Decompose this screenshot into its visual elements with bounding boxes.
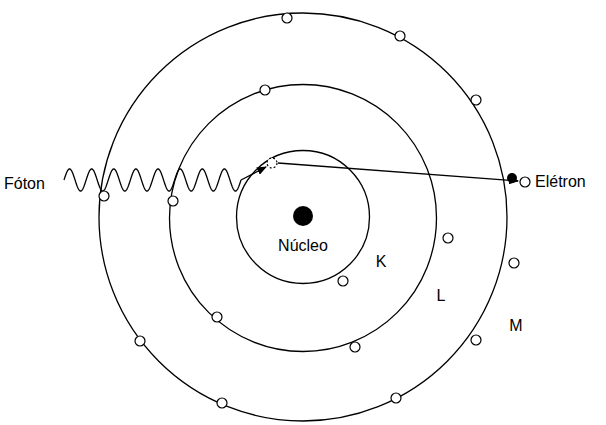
nucleus-label: Núcleo [278, 238, 328, 254]
ejected-electron [520, 177, 530, 187]
photon-arrow [241, 167, 266, 180]
shell-label: M [509, 318, 522, 334]
electrons [99, 13, 519, 408]
shell-k [237, 151, 370, 284]
photon-label: Fóton [4, 176, 45, 192]
filled-electron [507, 173, 517, 183]
ejected-electron-origin [267, 158, 277, 168]
shell-label: L [437, 288, 446, 304]
nucleus [293, 206, 313, 226]
shell-m [99, 13, 507, 421]
electron-label: Elétron [535, 174, 586, 190]
photon-wave [64, 169, 241, 191]
shell-label: K [376, 254, 387, 270]
electron-path [278, 163, 518, 181]
shell-l [170, 85, 437, 352]
